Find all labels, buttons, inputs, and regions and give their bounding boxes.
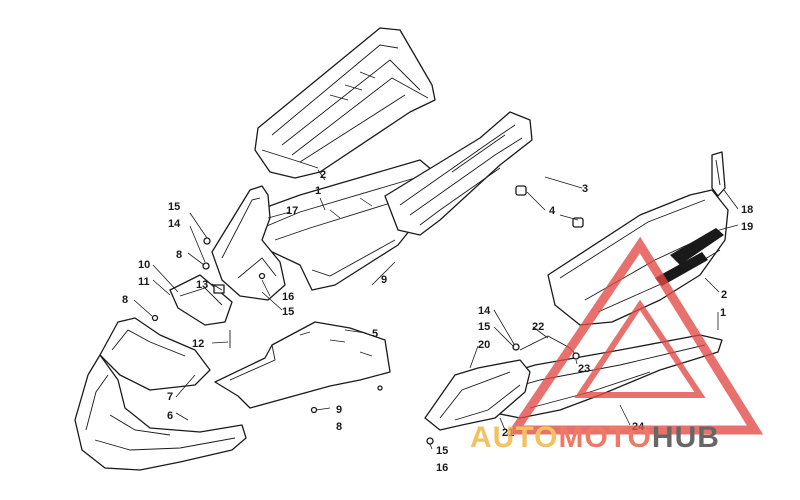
watermark-moto: MOTO bbox=[558, 421, 651, 454]
skid-plate bbox=[214, 321, 391, 409]
callout-7: 7 bbox=[167, 391, 173, 403]
leader-lines bbox=[133, 169, 739, 450]
callout-6: 6 bbox=[167, 410, 173, 422]
callout-2: 2 bbox=[320, 169, 326, 181]
callout-3: 3 bbox=[582, 183, 588, 195]
callout-8: 8 bbox=[336, 421, 342, 433]
callout-17: 17 bbox=[286, 205, 298, 217]
callout-1: 1 bbox=[720, 307, 726, 319]
callout-23: 23 bbox=[578, 363, 590, 375]
watermark-text: AUTOMOTOHUB bbox=[470, 421, 720, 454]
callout-19: 19 bbox=[741, 221, 753, 233]
callout-13: 13 bbox=[196, 279, 208, 291]
front-nose-cone bbox=[74, 317, 247, 471]
callout-8: 8 bbox=[176, 249, 182, 261]
callout-12: 12 bbox=[192, 338, 204, 350]
callout-16: 16 bbox=[282, 291, 294, 303]
callout-9: 9 bbox=[336, 404, 342, 416]
bushings bbox=[515, 185, 584, 228]
upper-belly-pan-left bbox=[254, 27, 436, 179]
callout-4: 4 bbox=[549, 205, 556, 217]
callout-8: 8 bbox=[122, 294, 128, 306]
watermark-auto: AUTO bbox=[470, 421, 558, 454]
callout-15: 15 bbox=[478, 321, 490, 333]
callout-18: 18 bbox=[741, 204, 753, 216]
watermark-hub: HUB bbox=[652, 421, 720, 454]
callout-2: 2 bbox=[721, 289, 727, 301]
hinge-bracket bbox=[711, 151, 726, 197]
callout-1: 1 bbox=[315, 185, 321, 197]
callout-14: 14 bbox=[478, 305, 491, 317]
callout-22: 22 bbox=[532, 321, 544, 333]
hardware-right bbox=[426, 343, 520, 445]
callout-15: 15 bbox=[168, 201, 180, 213]
watermark-triangle bbox=[506, 236, 764, 435]
callout-11: 11 bbox=[138, 276, 150, 288]
callout-16: 16 bbox=[436, 462, 448, 474]
callout-10: 10 bbox=[138, 259, 150, 271]
bracket-assembly bbox=[169, 274, 233, 348]
callout-5: 5 bbox=[372, 328, 378, 340]
hardware-left bbox=[151, 237, 383, 414]
callout-15: 15 bbox=[282, 306, 294, 318]
watermark-triangle-inner bbox=[574, 299, 706, 398]
left-front-panel bbox=[211, 185, 286, 301]
watermark: AUTOMOTOHUB bbox=[470, 236, 764, 454]
mounting-frame bbox=[384, 111, 533, 236]
callout-15: 15 bbox=[436, 445, 448, 457]
callout-14: 14 bbox=[168, 218, 181, 230]
callout-20: 20 bbox=[478, 339, 490, 351]
side-rail-bracket bbox=[424, 359, 531, 431]
callout-9: 9 bbox=[381, 274, 387, 286]
